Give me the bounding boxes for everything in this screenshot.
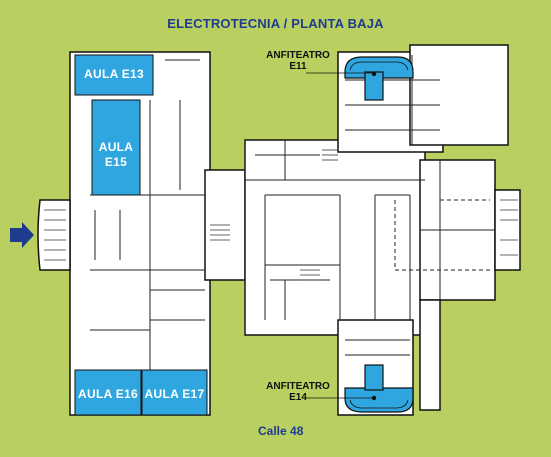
room-e15	[91, 99, 141, 196]
amphitheater-e14-line2: E14	[289, 392, 307, 403]
amphitheater-e14	[344, 364, 414, 413]
page-title: ELECTROTECNIA / PLANTA BAJA	[167, 16, 384, 31]
street-label: Calle 48	[258, 424, 304, 438]
amphitheater-label-e11: ANFITEATRO E11	[258, 50, 338, 72]
dashed-partitions	[394, 199, 490, 271]
entrance-arrow-icon	[10, 222, 34, 248]
room-label-e17: AULA E17	[144, 387, 205, 401]
amphitheater-e11-line1: ANFITEATRO	[266, 50, 330, 61]
amphitheater-label-e14: ANFITEATRO E14	[258, 381, 338, 403]
room-e17	[141, 369, 208, 416]
stairs	[44, 149, 518, 281]
highlighted-rooms	[74, 54, 208, 416]
room-label-e16: AULA E16	[78, 387, 138, 401]
room-label-e15-part: AULA	[98, 140, 134, 154]
room-label-e15-part: E15	[104, 155, 128, 169]
room-e16	[74, 369, 142, 416]
amphitheater-e11-line2: E11	[289, 61, 307, 72]
amphitheater-e14-line1: ANFITEATRO	[266, 381, 330, 392]
room-e13	[74, 54, 154, 96]
room-label-e13: AULA E13	[84, 67, 144, 81]
